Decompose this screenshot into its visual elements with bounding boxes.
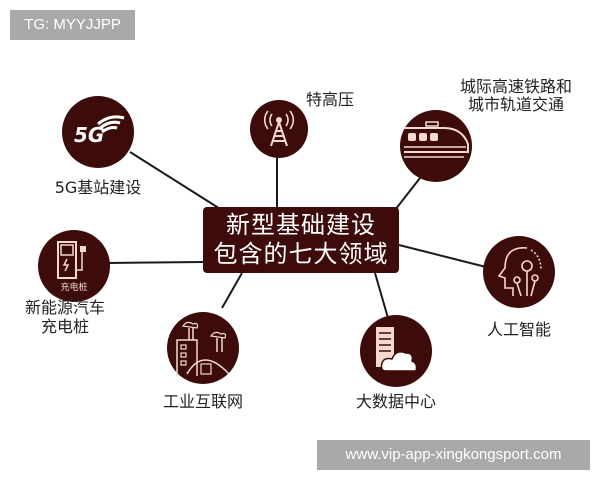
node-ai (483, 236, 555, 308)
label-rail: 城际高速铁路和 城市轨道交通 (446, 78, 586, 114)
svg-text:充电桩: 充电桩 (60, 281, 87, 293)
node-5g: 5G (62, 96, 134, 168)
5g-signal-icon: 5G (74, 115, 125, 147)
center-title-line1: 新型基础建设 (226, 211, 376, 239)
node-uhv (250, 100, 308, 158)
server-cloud-icon (376, 327, 418, 372)
label-iiot: 工业互联网 (162, 392, 243, 411)
label-uhv: 特高压 (305, 90, 354, 109)
label-ev-line1: 新能源汽车 (24, 298, 105, 317)
watermark-bottom: www.vip-app-xingkongsport.com (317, 440, 590, 470)
label-ai: 人工智能 (486, 320, 551, 339)
label-ev-line2: 充电桩 (40, 317, 89, 336)
node-bigdata (360, 315, 432, 387)
factory-icon (176, 321, 230, 376)
label-ev: 新能源汽车 充电桩 (10, 298, 120, 336)
node-iiot (167, 312, 239, 384)
watermark-top: TG: MYYJJPP (10, 10, 135, 40)
label-rail-line1: 城际高速铁路和 (459, 77, 572, 96)
transmission-tower-icon (263, 110, 295, 147)
label-5g: 5G基站建设 (54, 178, 142, 197)
node-ev: 充电桩 (38, 230, 110, 302)
center-title-box: 新型基础建设 包含的七大领域 (203, 207, 399, 273)
label-rail-line2: 城市轨道交通 (467, 95, 564, 114)
label-bigdata: 大数据中心 (355, 392, 436, 411)
center-title-line2: 包含的七大领域 (213, 240, 389, 268)
high-speed-train-icon (404, 121, 469, 158)
charging-pile-icon: 充电桩 (57, 241, 88, 293)
ai-head-icon (497, 247, 542, 297)
node-rail (400, 110, 472, 182)
